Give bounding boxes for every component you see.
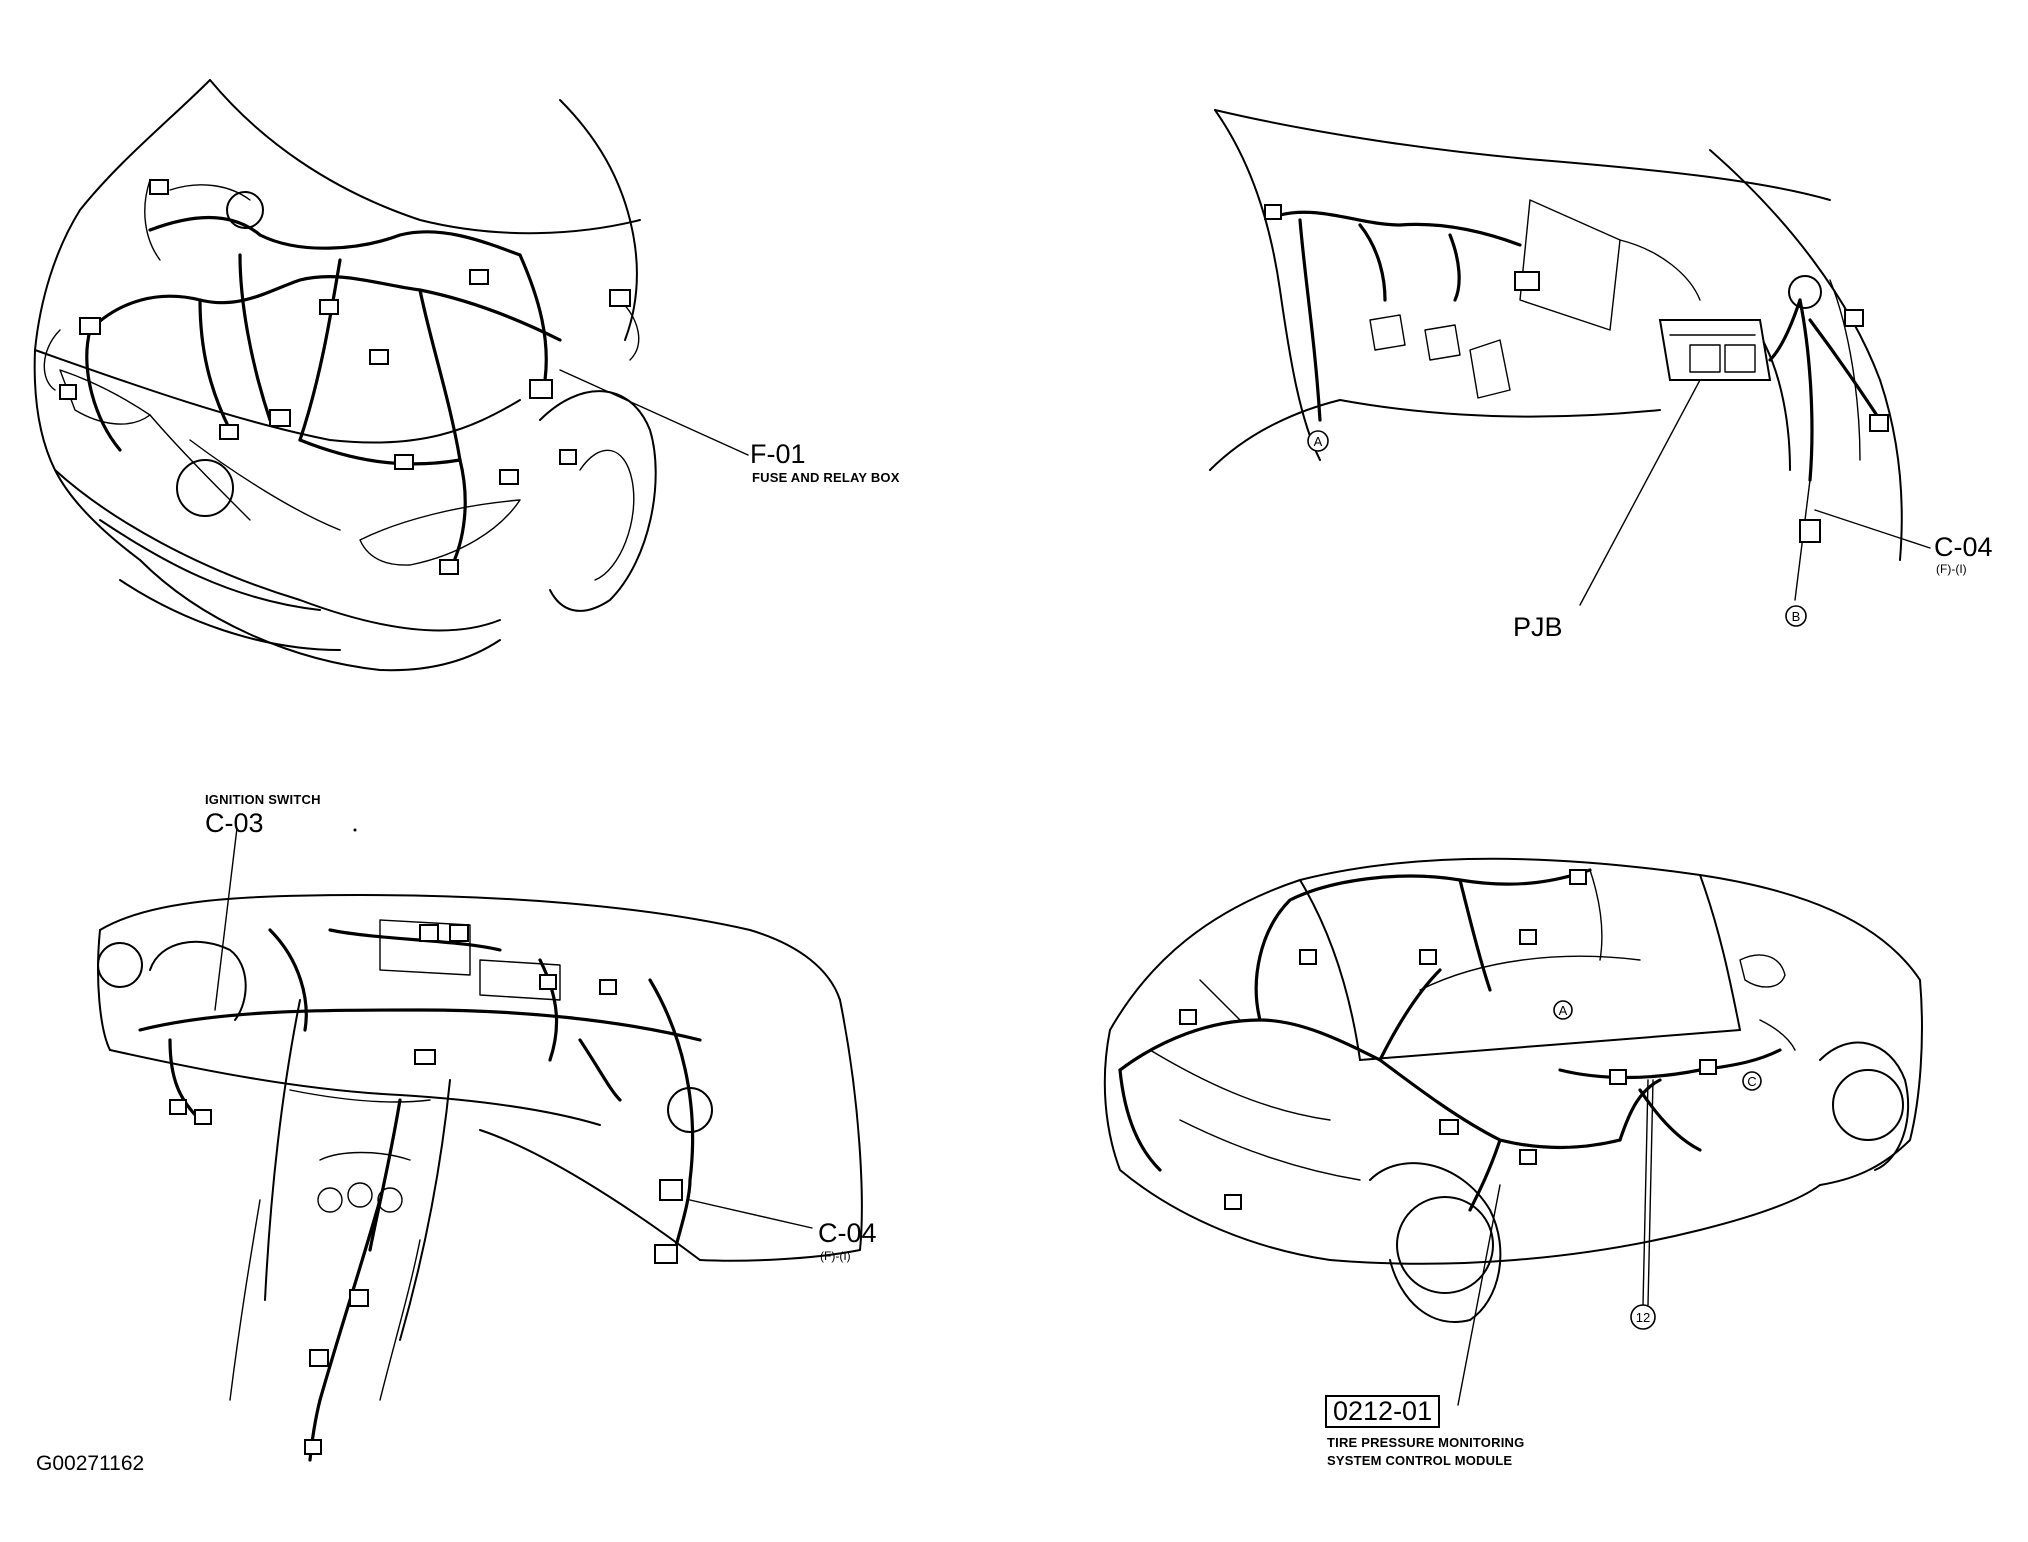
rear-vehicle-illustration: A C 12 [1103, 857, 1923, 1406]
c03-code: C-03 [205, 808, 264, 838]
c03-description: IGNITION SWITCH [205, 792, 321, 807]
engine-compartment-illustration [33, 79, 749, 672]
tpms-code: 0212-01 [1325, 1395, 1441, 1428]
figure-id: G00271162 [36, 1452, 145, 1475]
cabin-pjb-illustration: A B [1209, 109, 1931, 627]
c04-sub-dash: (F)-(I) [820, 1249, 851, 1263]
pjb-code: PJB [1513, 612, 1563, 642]
f01-code: F-01 [750, 439, 806, 469]
f01-description: FUSE AND RELAY BOX [752, 470, 900, 485]
c04-sub-cabin: (F)-(I) [1936, 562, 1967, 576]
dashboard-illustration [97, 827, 863, 1462]
marker-c-rear: C [1747, 1074, 1756, 1089]
marker-a: A [1314, 434, 1323, 449]
c04-code-dash: C-04 [818, 1218, 877, 1248]
marker-12: 12 [1636, 1310, 1650, 1325]
c04-code-cabin: C-04 [1934, 532, 1993, 562]
marker-b: B [1792, 609, 1801, 624]
tpms-description-line1: TIRE PRESSURE MONITORING [1327, 1435, 1525, 1450]
marker-a-rear: A [1559, 1003, 1568, 1018]
tpms-description-line2: SYSTEM CONTROL MODULE [1327, 1453, 1513, 1468]
